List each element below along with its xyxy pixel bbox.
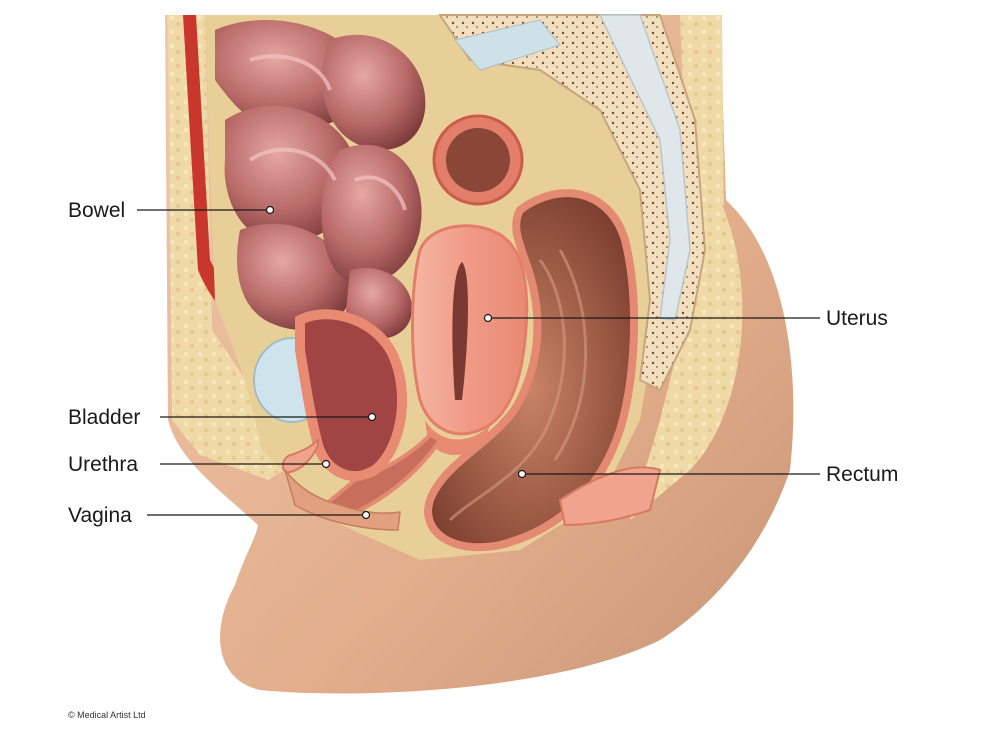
rectum-label: Rectum	[826, 463, 899, 486]
rectum	[424, 189, 639, 552]
bowel-dot	[265, 205, 275, 215]
leader-dots	[265, 205, 527, 520]
bladder-label: Bladder	[68, 406, 141, 429]
intervertebral-disc	[454, 19, 561, 71]
uterus-label: Uterus	[826, 307, 888, 330]
vagina-dot	[361, 510, 371, 520]
urethra-label: Urethra	[68, 453, 139, 476]
cervix	[425, 420, 490, 455]
uterus-dot	[483, 313, 493, 323]
uterus	[411, 224, 529, 436]
sacral-canal	[598, 14, 691, 321]
sacrum	[438, 14, 707, 392]
urethra-dot	[321, 459, 331, 469]
copyright-credit: © Medical Artist Ltd	[68, 710, 146, 720]
uterine-cavity	[452, 262, 468, 400]
bladder	[295, 309, 408, 481]
vagina-label: Vagina	[68, 504, 132, 527]
rectus-muscle	[183, 15, 262, 340]
leader-lines	[137, 209, 820, 516]
anal-canal	[558, 466, 662, 527]
bladder-dot	[367, 412, 377, 422]
bowel-label: Bowel	[68, 199, 126, 222]
sigmoid-lumen	[446, 128, 510, 192]
rectum-dot	[517, 469, 527, 479]
back-fat	[630, 15, 743, 520]
bowel-loops	[215, 20, 426, 339]
labia	[284, 469, 401, 531]
